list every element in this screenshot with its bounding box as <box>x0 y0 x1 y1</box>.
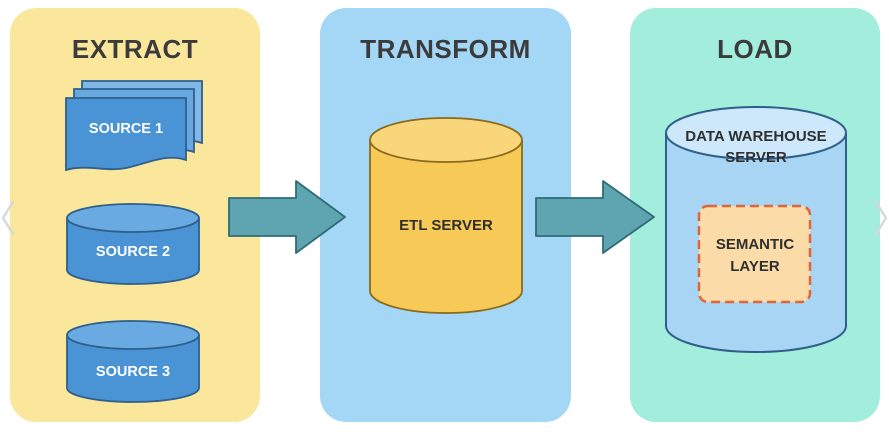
etl-server-label: ETL SERVER <box>399 217 493 234</box>
source-3-database-icon: SOURCE 3 <box>66 320 200 403</box>
source-2-database-icon: SOURCE 2 <box>66 203 200 285</box>
arrow-extract-to-transform-icon <box>228 180 346 254</box>
arrow-transform-to-load-icon <box>535 180 655 254</box>
chevron-left-icon[interactable] <box>0 198 16 238</box>
warehouse-label-line-1: DATA WAREHOUSE <box>685 128 826 145</box>
semantic-label-line-1: SEMANTIC <box>716 236 795 253</box>
semantic-label-line-2: LAYER <box>730 258 780 275</box>
chevron-right-icon[interactable] <box>873 198 889 238</box>
warehouse-label-line-2: SERVER <box>725 149 787 166</box>
etl-server-icon: ETL SERVER <box>369 117 523 314</box>
source-3-label: SOURCE 3 <box>96 364 170 380</box>
semantic-layer-box: SEMANTIC LAYER <box>697 204 812 304</box>
source-1-label: SOURCE 1 <box>89 121 163 137</box>
transform-title: TRANSFORM <box>360 34 531 64</box>
transform-panel: TRANSFORM <box>320 8 571 422</box>
extract-title: EXTRACT <box>71 34 199 64</box>
load-title: LOAD <box>717 34 793 64</box>
source-2-label: SOURCE 2 <box>96 244 170 260</box>
source-1-document-icon: SOURCE 1 <box>65 80 203 172</box>
